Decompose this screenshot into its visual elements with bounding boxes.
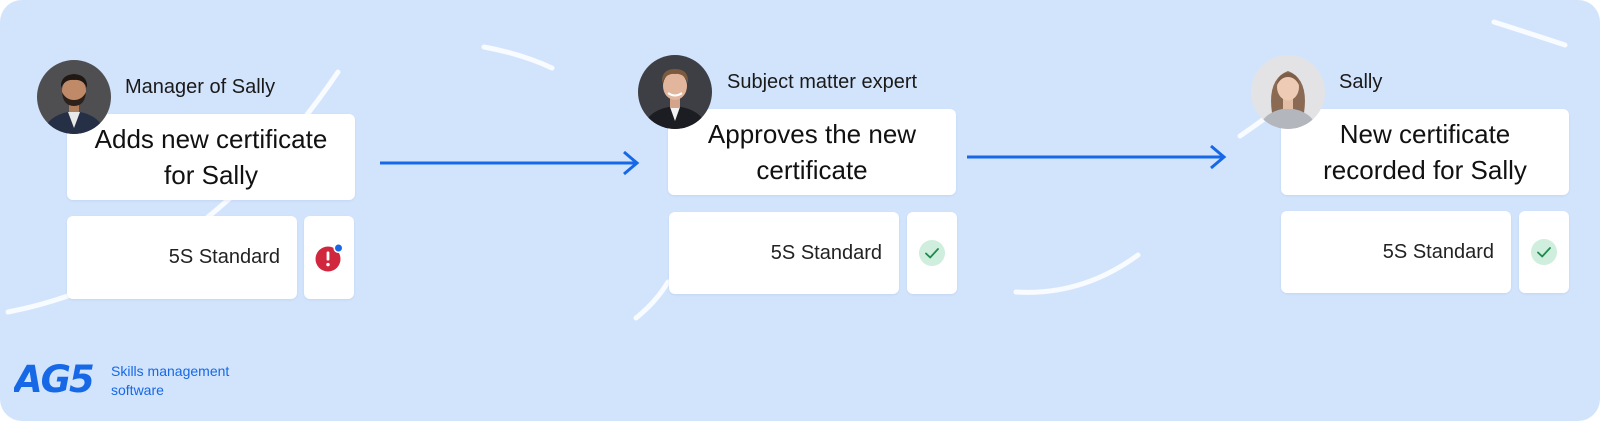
step-2-status-card [907,212,957,294]
step-2-certificate-card: 5S Standard [669,212,899,294]
checkmark-icon [1531,239,1557,265]
tagline-line-2: software [111,382,164,398]
step-2-action-text: Approves the new certificate [707,119,917,185]
flow-arrow-2 [967,144,1227,170]
step-3-action-card: New certificate recorded for Sally [1281,109,1569,195]
step-2-certificate-name: 5S Standard [770,241,882,264]
logo-tagline: Skills management software [111,362,229,400]
step-1-status-card [304,216,354,299]
flow-arrow-1 [380,150,640,176]
step-3-certificate-card: 5S Standard [1281,211,1511,293]
checkmark-icon [919,240,945,266]
step-3-action-text: New certificate recorded for Sally [1323,119,1527,185]
step-1-certificate-name: 5S Standard [168,246,280,268]
avatar-manager [37,60,111,134]
step-3-certificate-name: 5S Standard [1382,240,1494,263]
alert-icon [315,242,344,271]
avatar-subject-matter-expert [638,55,712,129]
person-avatar-man-icon [638,55,712,129]
step-1-role-label: Manager of Sally [125,76,276,98]
avatar-sally [1251,55,1325,129]
step-3-role-label: Sally [1339,71,1383,93]
tagline-line-1: Skills management [111,363,230,379]
step-1-certificate-card: 5S Standard [67,216,297,299]
step-1-action-card: Adds new certificate for Sally [67,114,355,200]
person-avatar-man-beard-icon [37,60,111,134]
step-1-action-text: Adds new certificate for Sally [94,124,328,190]
step-3-status-card [1519,211,1569,293]
svg-text:AG5: AG5 [14,358,93,399]
person-avatar-woman-icon [1251,55,1325,129]
step-2-action-card: Approves the new certificate [668,109,956,195]
ag5-logo: AG5 [14,358,95,399]
step-2-role-label: Subject matter expert [727,71,918,93]
